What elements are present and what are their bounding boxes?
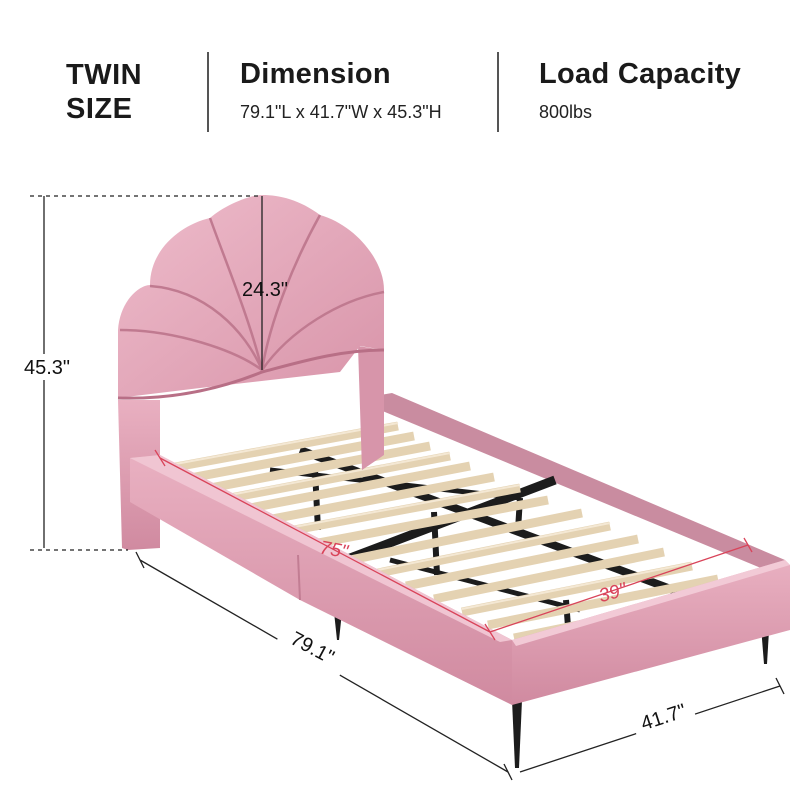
inner-length-label: 75" [318, 538, 350, 564]
header-divider-2 [497, 52, 499, 132]
front-side-rail [130, 455, 512, 705]
size-line-1: TWIN [66, 59, 143, 91]
header-divider-1 [207, 52, 209, 132]
height-label: 45.3" [24, 357, 70, 379]
spec-header: TWIN SIZE Dimension 79.1"L x 41.7"W x 45… [0, 0, 800, 150]
inner-width-dimension [489, 537, 753, 633]
dimension-title: Dimension [240, 58, 391, 90]
size-label: TWIN SIZE [66, 58, 142, 126]
foot-rail [512, 560, 790, 705]
load-capacity-value: 800lbs [539, 102, 593, 122]
dimension-value: 79.1"L x 41.7"W x 45.3"H [240, 102, 442, 122]
bed-illustration: 45.3" 24.3" 75" 39" 79.1" 41.7" [22, 195, 790, 781]
headboard-shell [117, 195, 385, 400]
size-line-2: SIZE [66, 93, 133, 125]
bed-slats [169, 421, 743, 643]
headboard-height-label: 24.3" [242, 279, 288, 301]
back-side-rail [380, 393, 785, 578]
load-capacity-title: Load Capacity [539, 58, 742, 90]
headboard-post-right [358, 346, 384, 470]
